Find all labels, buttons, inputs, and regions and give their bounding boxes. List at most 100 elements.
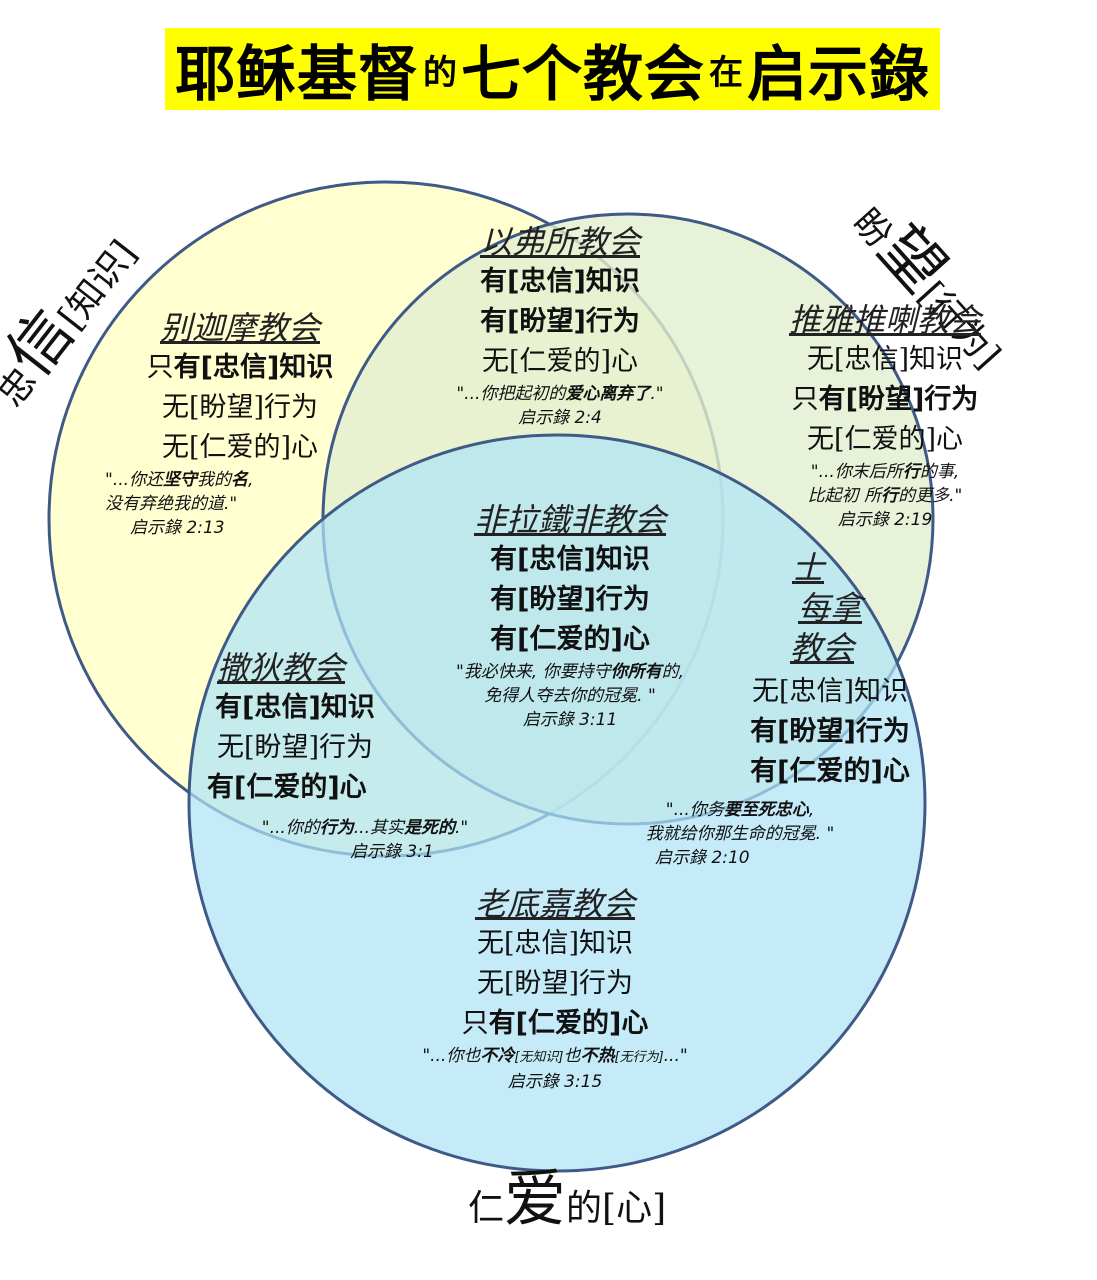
laodicea-q1f: [无行为]	[614, 1050, 664, 1065]
page-title: 耶稣基督 的 七个教会 在 启示錄	[165, 28, 940, 110]
sardis-q1b: 行为	[319, 818, 354, 838]
thyatira-works-text: 有[盼望]行为	[818, 384, 979, 415]
ephesus-ref: 启示錄 2:4	[518, 408, 602, 428]
smyrna-quote-2: 我就给你那生命的冠冕. "	[645, 824, 835, 844]
church-name-smyrna-2: 每拿	[798, 589, 863, 627]
ephesus-quote: "...你把起初的爱心离弃了."	[410, 382, 710, 406]
thyatira-heart: 无[仁爱的]心	[806, 424, 964, 455]
laodicea-q1g: ..."	[663, 1046, 688, 1066]
laodicea-q1d: 也	[563, 1046, 581, 1066]
pergamum-q1c: 我的	[197, 470, 232, 490]
pergamum-q1a: "...你还	[105, 470, 164, 490]
smyrna-ref: 启示錄 2:10	[655, 848, 750, 868]
region-smyrna: 士 每拿 教会	[740, 548, 910, 668]
pergamum-quote-1: "...你还坚守我的名,	[105, 470, 254, 490]
region-sardis-quote: "...你的行为...其实是死的." 启示錄 3:1	[235, 816, 495, 864]
pergamum-quote-2: 没有弃绝我的道."	[105, 494, 238, 514]
pergamum-knowledge: 只有[忠信]知识	[95, 348, 385, 388]
laodicea-q1e: 不热	[580, 1046, 615, 1066]
sardis-knowledge: 有[忠信]知识	[215, 692, 375, 723]
philadelphia-works: 有[盼望]行为	[490, 584, 650, 615]
pergamum-knowledge-text: 有[忠信]知识	[173, 352, 334, 383]
sardis-q1a: "...你的	[261, 818, 320, 838]
smyrna-works: 有[盼望]行为	[750, 716, 910, 747]
smyrna-q1b: 要至死忠心	[723, 800, 809, 820]
smyrna-knowledge: 无[忠信]知识	[751, 676, 909, 707]
thyatira-quote-1: "...你末后所行的事,	[740, 460, 1030, 484]
smyrna-heart: 有[仁爱的]心	[750, 756, 910, 787]
church-name-sardis: 撒狄教会	[217, 649, 346, 687]
thyatira-q2b: 行	[881, 486, 899, 506]
laodicea-heart: 只有[仁爱的]心	[390, 1004, 720, 1044]
philadelphia-q1c: 的,	[661, 662, 685, 682]
laodicea-q1a: "...你也	[422, 1046, 481, 1066]
philadelphia-quote-1: "我必快来, 你要持守你所有的,	[405, 660, 735, 684]
laodicea-q1c: [无知识]	[514, 1050, 564, 1065]
sardis-works: 无[盼望]行为	[216, 732, 374, 763]
laodicea-heart-text: 有[仁爱的]心	[488, 1008, 649, 1039]
laodicea-knowledge: 无[忠信]知识	[476, 928, 634, 959]
church-name-ephesus: 以弗所教会	[479, 223, 640, 261]
pergamum-q1b: 坚守	[163, 470, 198, 490]
smyrna-q1a: "...你务	[665, 800, 724, 820]
laodicea-only: 只	[461, 1008, 489, 1039]
philadelphia-q1a: "我必快来, 你要持守	[455, 662, 611, 682]
church-name-philadelphia: 非拉鐵非教会	[473, 501, 666, 539]
philadelphia-ref: 启示錄 3:11	[522, 710, 618, 730]
region-smyrna-body: 无[忠信]知识 有[盼望]行为 有[仁爱的]心	[730, 672, 930, 792]
sardis-quote: "...你的行为...其实是死的."	[235, 816, 495, 840]
thyatira-knowledge: 无[忠信]知识	[806, 344, 964, 375]
region-philadelphia: 非拉鐵非教会 有[忠信]知识 有[盼望]行为 有[仁爱的]心 "我必快来, 你要…	[405, 500, 735, 732]
region-sardis: 撒狄教会 有[忠信]知识 无[盼望]行为 有[仁爱的]心	[195, 648, 395, 808]
thyatira-q2c: 的更多."	[898, 486, 963, 506]
laodicea-q1b: 不冷	[480, 1046, 515, 1066]
thyatira-only: 只	[791, 384, 819, 415]
love-label-small: 仁	[468, 1188, 505, 1229]
title-part3: 七个教会	[461, 39, 705, 110]
region-ephesus: 以弗所教会 有[忠信]知识 有[盼望]行为 无[仁爱的]心 "...你把起初的爱…	[410, 222, 710, 430]
title-part2: 的	[423, 52, 457, 93]
philadelphia-heart: 有[仁爱的]心	[490, 624, 650, 655]
title-part4: 在	[709, 52, 743, 93]
ephesus-q1c: ."	[650, 384, 664, 404]
love-label: 仁爱的[心]	[468, 1148, 666, 1238]
laodicea-quote: "...你也不冷[无知识]也不热[无行为]..."	[390, 1044, 720, 1070]
church-name-pergamum: 别迦摩教会	[159, 309, 320, 347]
region-smyrna-quote: "...你务要至死忠心, 我就给你那生命的冠冕. " 启示錄 2:10	[595, 798, 885, 870]
thyatira-ref: 启示錄 2:19	[837, 510, 933, 530]
thyatira-q2a: 比起初 所	[807, 486, 882, 506]
thyatira-q1b: 行	[902, 462, 920, 482]
region-laodicea: 老底嘉教会 无[忠信]知识 无[盼望]行为 只有[仁爱的]心 "...你也不冷[…	[390, 884, 720, 1094]
sardis-q1d: 是死的	[404, 818, 455, 838]
smyrna-q1c: ,	[808, 800, 815, 820]
church-name-smyrna-3: 教会	[790, 629, 855, 667]
title-part5: 启示錄	[747, 39, 930, 110]
pergamum-works: 无[盼望]行为	[161, 392, 319, 423]
laodicea-works: 无[盼望]行为	[476, 968, 634, 999]
church-name-laodicea: 老底嘉教会	[474, 885, 635, 923]
love-circle	[187, 433, 927, 1173]
church-name-thyatira: 推雅推喇教会	[788, 301, 981, 339]
pergamum-only: 只	[146, 352, 174, 383]
laodicea-ref: 启示錄 3:15	[507, 1072, 603, 1092]
sardis-heart: 有[仁爱的]心	[207, 772, 367, 803]
pergamum-ref: 启示錄 2:13	[130, 518, 225, 538]
church-name-smyrna-1: 士	[792, 549, 825, 587]
pergamum-heart: 无[仁爱的]心	[161, 432, 319, 463]
thyatira-quote-2: 比起初 所行的更多."	[740, 484, 1030, 508]
sardis-q1e: ."	[455, 818, 469, 838]
thyatira-works: 只有[盼望]行为	[740, 380, 1030, 420]
love-label-suffix: 的[心]	[566, 1188, 667, 1229]
ephesus-works: 有[盼望]行为	[480, 306, 640, 337]
sardis-q1c: ...其实	[353, 818, 404, 838]
ephesus-heart: 无[仁爱的]心	[481, 346, 639, 377]
thyatira-q1c: 的事,	[919, 462, 960, 482]
ephesus-q1a: "...你把起初的	[456, 384, 566, 404]
smyrna-quote-1: "...你务要至死忠心,	[595, 798, 885, 822]
philadelphia-knowledge: 有[忠信]知识	[490, 544, 650, 575]
title-part1: 耶稣基督	[175, 39, 419, 110]
philadelphia-quote-2: 免得人夺去你的冠冕. "	[484, 686, 656, 706]
pergamum-q1d: 名	[231, 470, 249, 490]
region-pergamum: 别迦摩教会 只有[忠信]知识 无[盼望]行为 无[仁爱的]心 "...你还坚守我…	[95, 308, 385, 540]
